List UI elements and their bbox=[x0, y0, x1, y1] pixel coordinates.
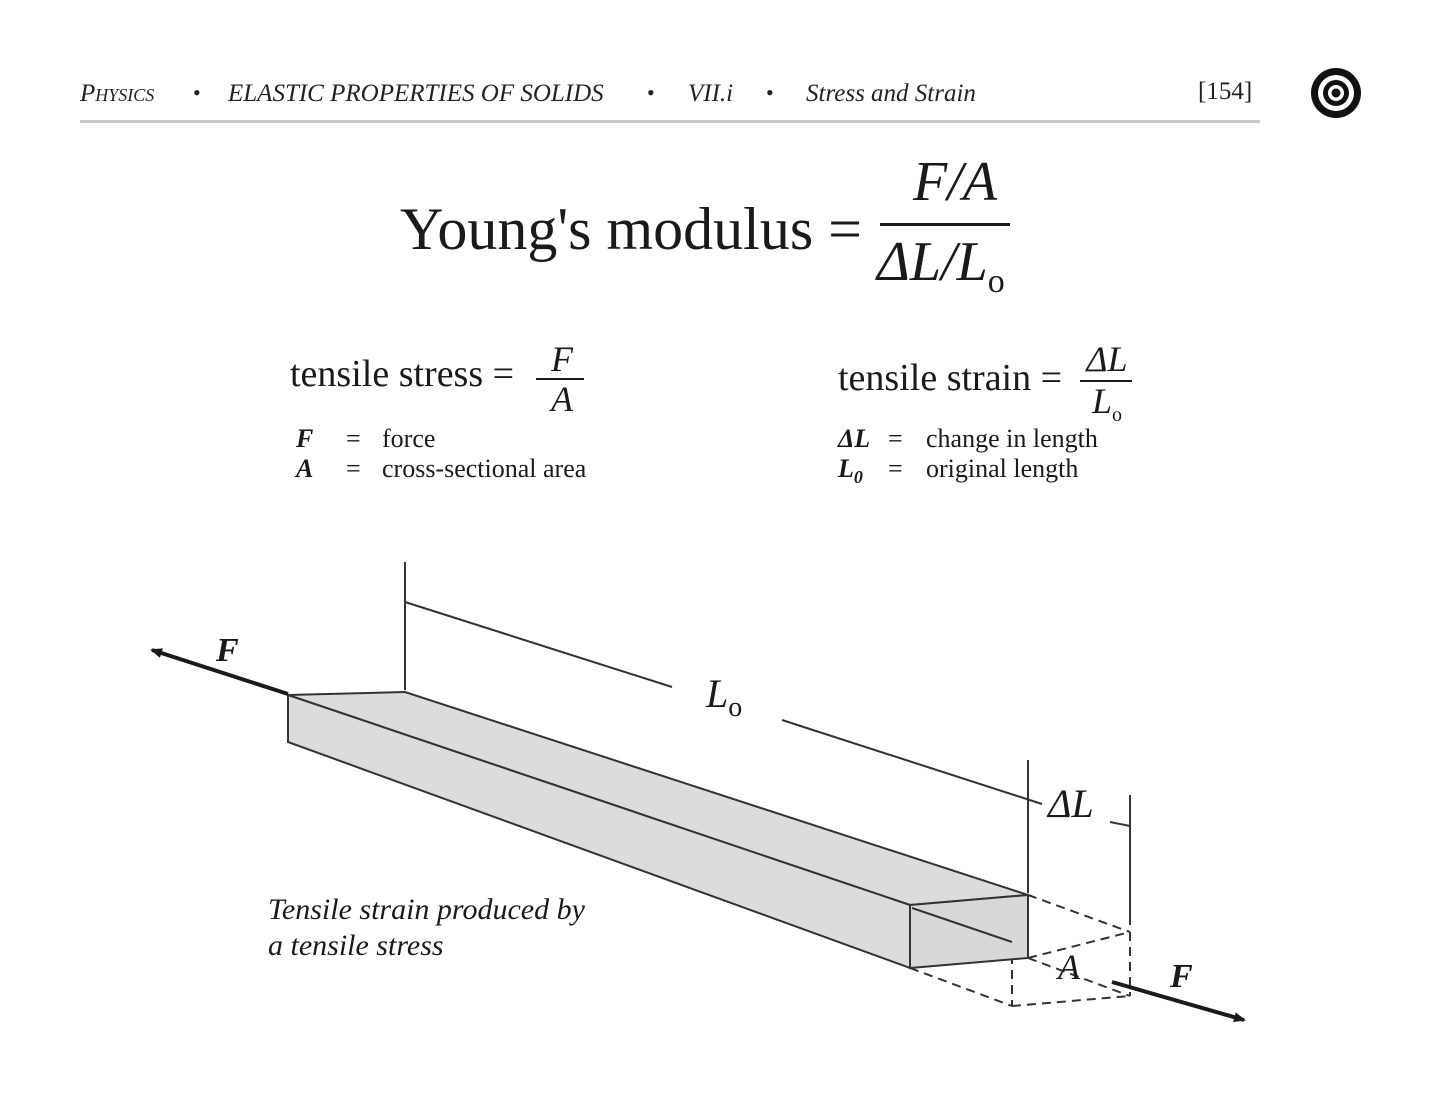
denominator-text: ΔL/L bbox=[877, 231, 988, 293]
length-label-text: L bbox=[706, 671, 729, 716]
def-symbol: A bbox=[296, 454, 314, 483]
caption-line: Tensile strain produced by bbox=[268, 893, 585, 926]
def-symbol: L0 bbox=[838, 454, 863, 488]
stress-numerator: F bbox=[551, 339, 573, 379]
end-face-edge bbox=[911, 907, 1013, 943]
def-symbol: F bbox=[296, 424, 314, 453]
stress-fraction-bar bbox=[536, 378, 584, 380]
def-equals: = bbox=[888, 454, 903, 483]
denominator-subscript: o bbox=[987, 263, 1005, 300]
def-equals: = bbox=[888, 424, 903, 453]
def-equals: = bbox=[346, 424, 361, 453]
strain-denominator-text: L bbox=[1091, 381, 1113, 421]
strain-denominator-subscript: o bbox=[1112, 404, 1123, 427]
left-force-arrow bbox=[150, 648, 289, 696]
def-meaning: original length bbox=[926, 454, 1079, 483]
strain-denominator: Lo bbox=[1080, 380, 1134, 427]
formula-lhs: Young's modulus = bbox=[400, 196, 863, 262]
dimension-lines bbox=[404, 562, 1131, 925]
def-symbol-text: L bbox=[838, 454, 854, 483]
fraction-bar bbox=[880, 223, 1010, 226]
formula-denominator: ΔL/Lo bbox=[877, 230, 1005, 301]
page-number: [154] bbox=[1198, 78, 1253, 105]
def-meaning: change in length bbox=[926, 424, 1098, 453]
area-label: A bbox=[1058, 947, 1080, 987]
length-label-subscript: o bbox=[728, 692, 743, 723]
left-force-label: F bbox=[216, 632, 239, 669]
def-equals: = bbox=[346, 454, 361, 483]
header-bullet: • bbox=[193, 80, 201, 105]
delta-length-label: ΔL bbox=[1048, 780, 1094, 827]
def-symbol: ΔL bbox=[838, 424, 871, 453]
delta-length-text: ΔL bbox=[1048, 781, 1094, 826]
figure-caption: Tensile strain produced by a tensile str… bbox=[268, 892, 585, 964]
strain-numerator: ΔL bbox=[1086, 339, 1128, 379]
length-label: Lo bbox=[706, 670, 742, 724]
header-subsection: Stress and Strain bbox=[806, 80, 976, 107]
header-rule bbox=[80, 120, 1260, 123]
bar-end-face bbox=[909, 893, 1029, 970]
header-subject: Physics bbox=[80, 80, 155, 107]
formula-numerator: F/A bbox=[913, 151, 997, 213]
header-topic: ELASTIC PROPERTIES OF SOLIDS bbox=[228, 80, 604, 107]
right-force-label: F bbox=[1170, 958, 1193, 995]
strain-label: tensile strain = bbox=[838, 357, 1063, 399]
right-force-arrow bbox=[1111, 980, 1246, 1023]
header-section: VII.i bbox=[688, 80, 734, 107]
def-symbol-subscript: 0 bbox=[853, 467, 863, 488]
stress-label: tensile stress = bbox=[290, 353, 515, 395]
stress-denominator: A bbox=[551, 379, 573, 419]
def-meaning: force bbox=[382, 424, 436, 453]
target-icon[interactable] bbox=[1308, 65, 1364, 121]
header-bullet: • bbox=[766, 80, 774, 105]
strain-fraction-bar bbox=[1080, 380, 1132, 382]
header-bullet: • bbox=[647, 80, 655, 105]
def-meaning: cross-sectional area bbox=[382, 454, 587, 483]
caption-line: a tensile stress bbox=[268, 929, 444, 962]
